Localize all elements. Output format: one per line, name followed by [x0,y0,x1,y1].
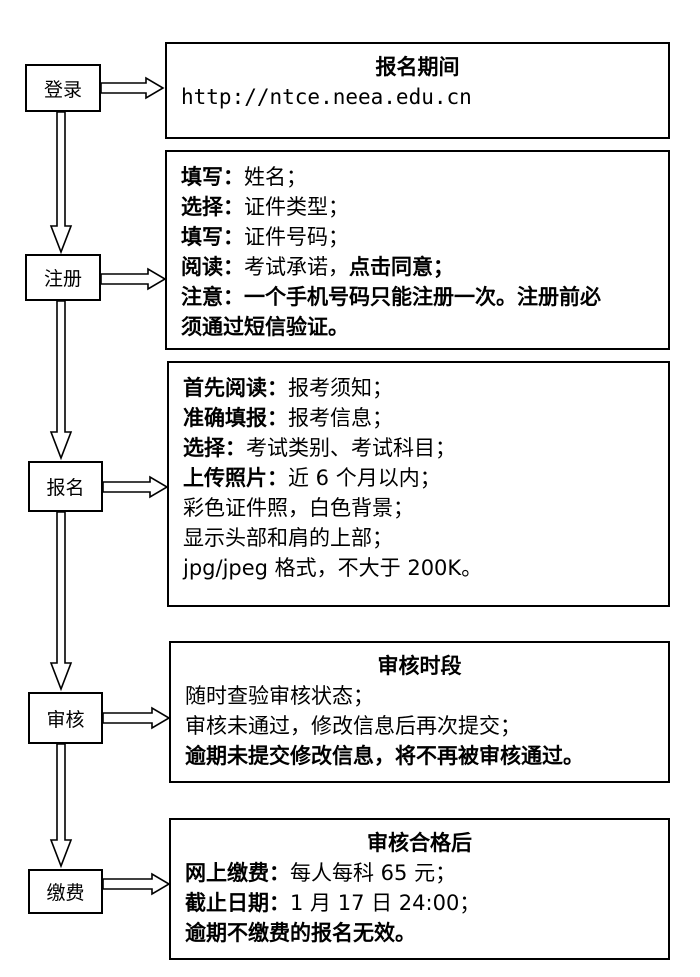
payment-line-label: 网上缴费： [185,861,290,885]
exam-website-url: http://ntce.neea.edu.cn [181,85,472,109]
review-line-deadline-warning: 逾期未提交修改信息，将不再被审核通过。 [185,744,584,768]
apply-line-label: 准确填报： [183,406,288,430]
step-login-label: 登录 [43,78,82,101]
step-payment-label: 缴费 [46,882,85,904]
apply-line-text: 报考信息； [288,406,393,430]
payment-line-text: 每人每科 65 元； [290,861,457,885]
review-panel-title: 审核时段 [377,654,462,678]
apply-line-text: 考试类别、考试科目； [246,436,456,460]
arrow-apply-to-panel [102,475,169,499]
register-line-text: 证件号码； [244,225,349,249]
payment-panel-title: 审核合格后 [367,831,472,855]
apply-line-fill-info: 准确填报：报考信息； [183,403,668,433]
register-line-agree: 点击同意； [349,255,454,279]
step-payment: 缴费 [28,869,103,914]
apply-line-label: 上传照片： [183,466,288,490]
arrow-login-to-panel [100,76,165,100]
payment-line-label: 截止日期： [185,891,290,915]
step-review: 审核 [28,692,103,744]
register-line-text: 姓名； [244,165,307,189]
step-apply: 报名 [28,461,103,512]
apply-line-upload-photo: 上传照片：近 6 个月以内； [183,463,668,493]
arrow-register-to-apply [49,300,73,461]
login-panel: 报名期间 http://ntce.neea.edu.cn [165,42,670,139]
register-line-name: 填写：姓名； [181,162,668,192]
step-register-label: 注册 [43,268,82,290]
arrow-login-to-register [49,111,73,255]
register-line-text: 考试承诺， [244,255,349,279]
apply-line-text: 报考须知； [288,376,393,400]
register-line-id-number: 填写：证件号码； [181,222,668,252]
apply-line-photo-color: 彩色证件照，白色背景； [183,496,414,520]
arrow-review-to-panel [102,706,171,730]
step-register: 注册 [25,254,101,301]
arrow-review-to-payment [49,743,73,869]
register-note-line1: 注意：一个手机号码只能注册一次。注册前必 [181,285,601,309]
apply-line-photo-framing: 显示头部和肩的上部； [183,526,393,550]
apply-line-text: 近 6 个月以内； [288,466,441,490]
arrow-apply-to-review [49,511,73,692]
apply-line-label: 选择： [183,436,246,460]
apply-panel: 首先阅读：报考须知； 准确填报：报考信息； 选择：考试类别、考试科目； 上传照片… [167,361,670,607]
payment-line-deadline: 截止日期：1 月 17 日 24:00； [185,888,668,918]
review-line-resubmit: 审核未通过，修改信息后再次提交； [185,714,521,738]
register-note-line2: 须通过短信验证。 [181,315,349,339]
apply-line-read-notice: 首先阅读：报考须知； [183,373,668,403]
step-review-label: 审核 [46,708,85,731]
arrow-register-to-panel [100,267,167,291]
step-login: 登录 [25,64,101,112]
payment-line-fee: 网上缴费：每人每科 65 元； [185,858,668,888]
register-line-id-type: 选择：证件类型； [181,192,668,222]
register-line-commitment: 阅读：考试承诺，点击同意； [181,252,668,282]
apply-line-choose-subject: 选择：考试类别、考试科目； [183,433,668,463]
register-panel: 填写：姓名； 选择：证件类型； 填写：证件号码； 阅读：考试承诺，点击同意； 注… [165,150,670,350]
payment-line-invalid-warning: 逾期不缴费的报名无效。 [185,921,416,945]
register-line-label: 填写： [181,165,244,189]
step-apply-label: 报名 [46,477,85,499]
arrow-payment-to-panel [102,872,171,896]
apply-line-label: 首先阅读： [183,376,288,400]
register-line-label: 阅读： [181,255,244,279]
register-line-label: 选择： [181,195,244,219]
review-panel: 审核时段 随时查验审核状态； 审核未通过，修改信息后再次提交； 逾期未提交修改信… [169,641,670,783]
payment-line-text: 1 月 17 日 24:00； [290,891,481,915]
register-line-label: 填写： [181,225,244,249]
apply-line-photo-format: jpg/jpeg 格式，不大于 200K。 [183,556,483,580]
payment-panel: 审核合格后 网上缴费：每人每科 65 元； 截止日期：1 月 17 日 24:0… [169,818,670,960]
review-line-check-status: 随时查验审核状态； [185,684,374,708]
login-panel-title: 报名期间 [375,55,460,79]
register-line-text: 证件类型； [244,195,349,219]
